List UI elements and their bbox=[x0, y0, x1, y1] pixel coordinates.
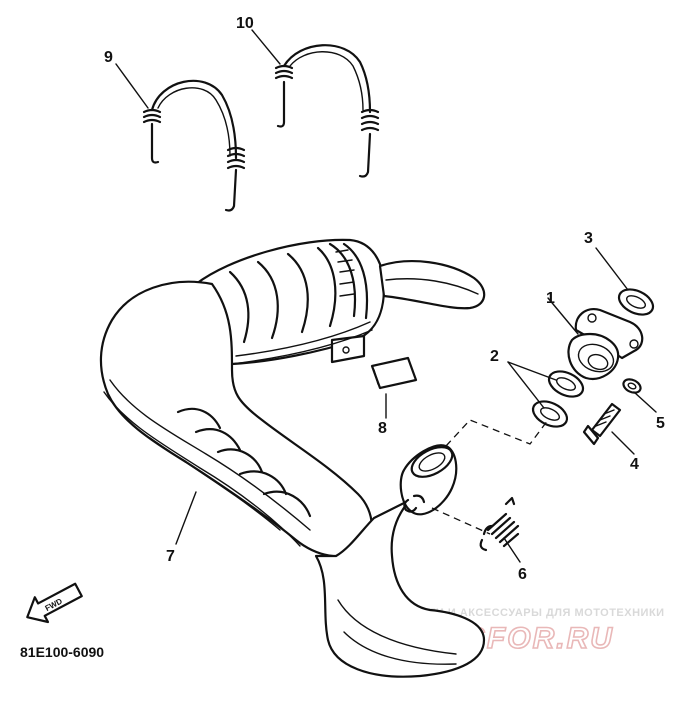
callout-7: 7 bbox=[166, 548, 175, 565]
gaskets-2 bbox=[531, 370, 585, 428]
forward-arrow-icon: FWD bbox=[26, 582, 83, 624]
label-plate-8 bbox=[370, 356, 418, 419]
spring-clip-9 bbox=[142, 79, 246, 212]
callout-5: 5 bbox=[656, 415, 665, 432]
nut-5 bbox=[622, 378, 642, 394]
callouts: 1 2 3 4 5 6 7 8 9 10 bbox=[104, 15, 665, 583]
callout-8: 8 bbox=[378, 420, 387, 437]
assembly-lines bbox=[431, 419, 549, 535]
muffler-7 bbox=[99, 238, 486, 678]
callout-9: 9 bbox=[104, 49, 113, 66]
callout-3: 3 bbox=[584, 230, 593, 247]
callout-1: 1 bbox=[546, 290, 555, 307]
leader-lines bbox=[115, 29, 657, 563]
flange-joint-1 bbox=[567, 308, 644, 380]
spring-clip-10 bbox=[274, 44, 380, 178]
spring-6 bbox=[479, 496, 520, 552]
callout-10: 10 bbox=[236, 15, 254, 32]
callout-2: 2 bbox=[490, 348, 499, 365]
gasket-3 bbox=[617, 288, 655, 316]
callout-4: 4 bbox=[630, 456, 639, 473]
callout-6: 6 bbox=[518, 566, 527, 583]
bolt-4 bbox=[582, 402, 622, 446]
diagram-code: 81E100-6090 bbox=[20, 644, 104, 660]
